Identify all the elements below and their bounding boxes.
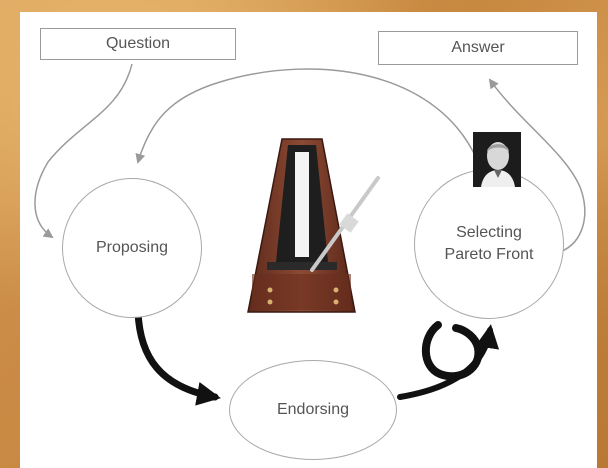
proposing-label: Proposing [95, 238, 169, 256]
selecting-to-answer-arrow [488, 78, 586, 253]
selecting-label-line1: Selecting [456, 223, 522, 241]
question-label: Question [105, 35, 171, 52]
selecting-label-line2: Pareto Front [444, 246, 534, 263]
enso-circle-icon [421, 321, 483, 381]
question-to-proposing-arrow [34, 63, 133, 239]
endorsing-label: Endorsing [276, 400, 350, 418]
answer-box: Answer [378, 31, 578, 65]
portrait-photo [473, 132, 521, 187]
endorsing-node: Endorsing [229, 360, 397, 460]
proposing-to-endorsing-arrow [134, 308, 221, 406]
diagram-panel: Question Answer Proposing Selecting Pare… [20, 12, 597, 468]
proposing-node: Proposing [62, 178, 202, 318]
answer-label: Answer [451, 39, 505, 56]
feedback-loop-arrow [135, 68, 479, 164]
question-box: Question [40, 28, 236, 60]
connector-layer [34, 63, 586, 406]
selecting-pareto-front-node: Selecting Pareto Front [414, 169, 564, 319]
metronome-icon [247, 138, 380, 313]
portrait-figure [473, 132, 521, 187]
